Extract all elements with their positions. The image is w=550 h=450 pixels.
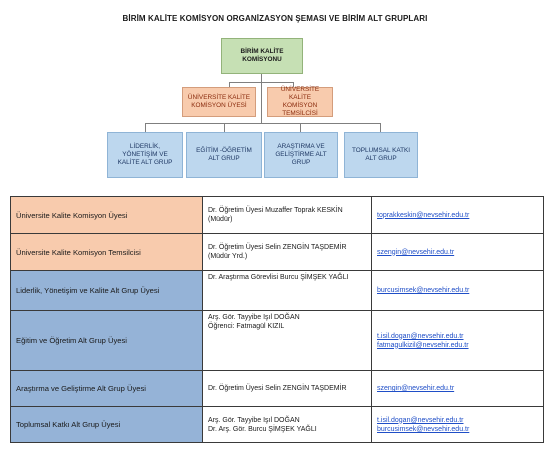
person-cell: Dr. Öğretim Üyesi Selin ZENGİN TAŞDEMİR …	[202, 233, 372, 271]
table-row: Toplumsal Katkı Alt Grup Üyesi Arş. Gör.…	[10, 406, 544, 443]
role-cell: Üniversite Kalite Komisyon Temsilcisi	[10, 233, 203, 271]
email-link[interactable]: burcusimsek@nevsehir.edu.tr	[377, 425, 470, 433]
connector-line	[261, 74, 262, 82]
connector-line	[261, 83, 262, 123]
email-link[interactable]: t.isil.dogan@nevsehir.edu.tr	[377, 416, 464, 424]
email-cell: szengin@nevsehir.edu.tr	[371, 233, 544, 271]
org-box-arastirma-alt-grup: ARAŞTIRMA VE GELİŞTİRME ALT GRUP	[264, 132, 338, 178]
connector-line	[300, 123, 301, 132]
table-row: Üniversite Kalite Komisyon Temsilcisi Dr…	[10, 233, 544, 271]
connector-line	[380, 123, 381, 132]
email-cell: burcusimsek@nevsehir.edu.tr	[371, 270, 544, 311]
person-cell: Dr. Öğretim Üyesi Muzaffer Toprak KESKİN…	[202, 196, 372, 234]
email-cell: t.isil.dogan@nevsehir.edu.tr fatmagulkiz…	[371, 310, 544, 371]
connector-line	[224, 123, 225, 132]
role-cell: Toplumsal Katkı Alt Grup Üyesi	[10, 406, 203, 443]
org-box-toplumsal-alt-grup: TOPLUMSAL KATKI ALT GRUP	[344, 132, 418, 178]
person-cell: Dr. Araştırma Görevlisi Burcu ŞİMŞEK YAĞ…	[202, 270, 372, 311]
org-box-komisyon-uyesi: ÜNİVERSİTE KALİTE KOMİSYON ÜYESİ	[182, 87, 256, 117]
table-row: Üniversite Kalite Komisyon Üyesi Dr. Öğr…	[10, 196, 544, 234]
org-box-komisyon-temsilcisi: ÜNİVERSİTE KALİTE KOMİSYON TEMSİLCİSİ	[267, 86, 333, 117]
members-table: Üniversite Kalite Komisyon Üyesi Dr. Öğr…	[10, 196, 544, 443]
role-cell: Araştırma ve Geliştirme Alt Grup Üyesi	[10, 370, 203, 407]
role-cell: Üniversite Kalite Komisyon Üyesi	[10, 196, 203, 234]
org-box-birim-kalite-komisyonu: BİRİM KALİTE KOMİSYONU	[221, 38, 303, 74]
email-cell: t.isil.dogan@nevsehir.edu.tr burcusimsek…	[371, 406, 544, 443]
person-cell: Arş. Gör. Tayyibe Işıl DOĞAN Öğrenci: Fa…	[202, 310, 372, 371]
role-cell: Liderlik, Yönetişim ve Kalite Alt Grup Ü…	[10, 270, 203, 311]
person-cell: Arş. Gör. Tayyibe Işıl DOĞAN Dr. Arş. Gö…	[202, 406, 372, 443]
org-box-liderlik-alt-grup: LİDERLİK, YÖNETİŞİM VE KALİTE ALT GRUP	[107, 132, 183, 178]
role-cell: Eğitim ve Öğretim Alt Grup Üyesi	[10, 310, 203, 371]
email-cell: szengin@nevsehir.edu.tr	[371, 370, 544, 407]
connector-line	[229, 82, 293, 83]
table-row: Liderlik, Yönetişim ve Kalite Alt Grup Ü…	[10, 270, 544, 311]
connector-line	[145, 123, 146, 132]
page-title: BİRİM KALİTE KOMİSYON ORGANİZASYON ŞEMAS…	[122, 14, 428, 23]
table-row: Araştırma ve Geliştirme Alt Grup Üyesi D…	[10, 370, 544, 407]
email-link[interactable]: burcusimsek@nevsehir.edu.tr	[377, 287, 470, 294]
email-link[interactable]: szengin@nevsehir.edu.tr	[377, 248, 455, 256]
email-cell: toprakkeskin@nevsehir.edu.tr	[371, 196, 544, 234]
email-link[interactable]: toprakkeskin@nevsehir.edu.tr	[377, 211, 470, 219]
email-link[interactable]: szengin@nevsehir.edu.tr	[377, 385, 455, 392]
email-link[interactable]: t.isil.dogan@nevsehir.edu.tr	[377, 332, 464, 340]
connector-line	[293, 82, 294, 87]
email-link[interactable]: fatmagulkizil@nevsehir.edu.tr	[377, 341, 469, 349]
person-cell: Dr. Öğretim Üyesi Selin ZENGİN TAŞDEMİR	[202, 370, 372, 407]
connector-line	[229, 82, 230, 87]
connector-line	[145, 123, 381, 124]
table-row: Eğitim ve Öğretim Alt Grup Üyesi Arş. Gö…	[10, 310, 544, 371]
org-box-egitim-alt-grup: EĞİTİM -ÖĞRETİM ALT GRUP	[186, 132, 262, 178]
